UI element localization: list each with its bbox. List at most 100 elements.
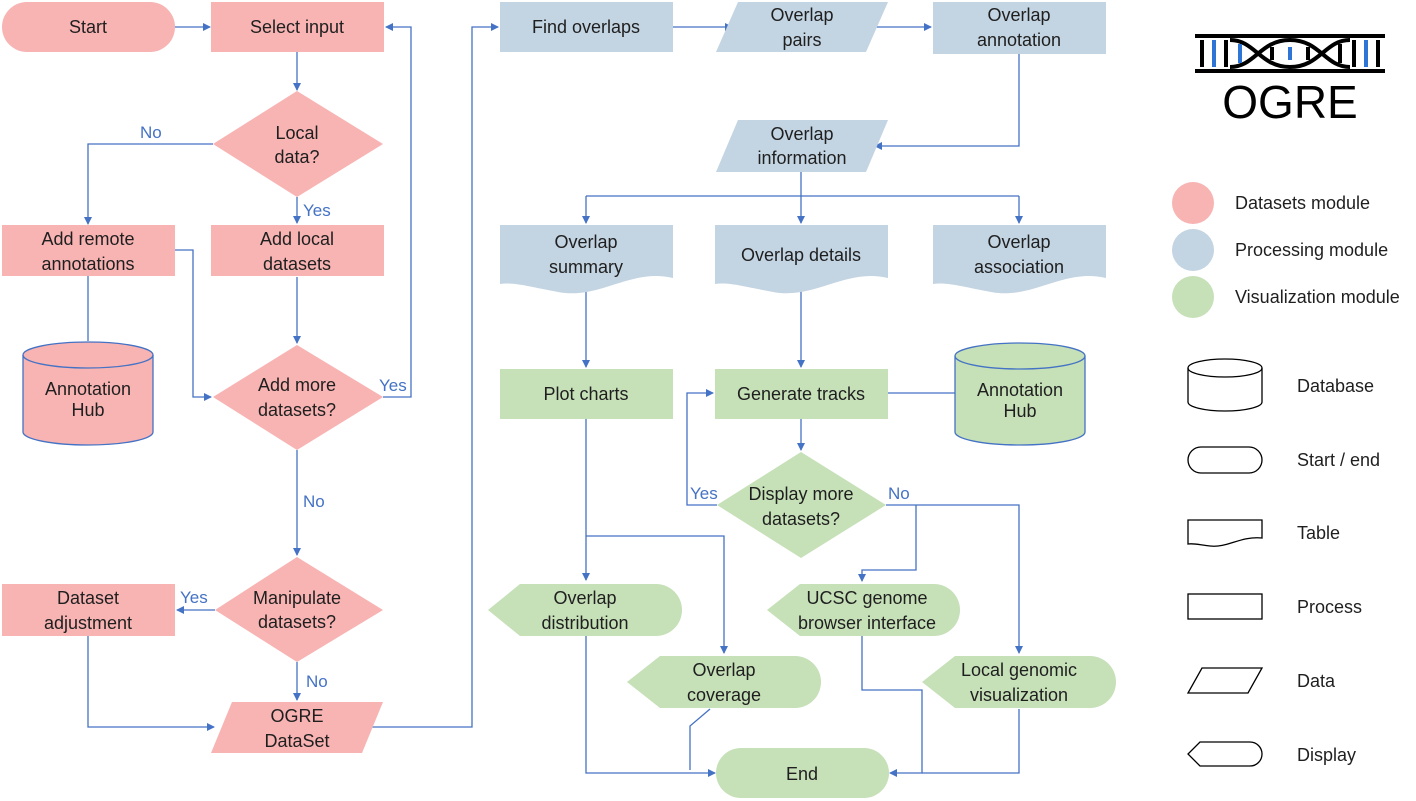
edge-display-no-ucsc [858, 505, 917, 582]
legend: Datasets module Processing module Visual… [1172, 182, 1400, 767]
node-overlap-association-line2: association [974, 257, 1064, 277]
node-overlap-distribution-line1: Overlap [553, 588, 616, 608]
node-overlap-details-label: Overlap details [741, 245, 861, 265]
legend-start-end-label: Start / end [1297, 450, 1380, 470]
legend-table-label: Table [1297, 523, 1340, 543]
node-start: Start [2, 2, 175, 52]
node-add-remote-shape [2, 225, 175, 276]
legend-data-label: Data [1297, 671, 1336, 691]
legend-start-end-icon [1187, 446, 1263, 474]
node-overlap-pairs-shape [716, 2, 888, 52]
edge-annotation-information [874, 54, 1020, 150]
logo-text: OGRE [1222, 76, 1357, 128]
node-dataset-adjustment-shape [2, 584, 175, 636]
node-add-remote-line1: Add remote [41, 229, 134, 249]
node-annotation-hub-left-rim [22, 354, 154, 369]
node-annotation-hub-right: Annotation Hub [954, 342, 1086, 446]
node-annotation-hub-left-line1: Annotation [45, 379, 131, 399]
legend-process-label: Process [1297, 597, 1362, 617]
node-select-input-shape [211, 2, 384, 52]
node-annotation-hub-right-rim [954, 355, 1086, 370]
node-display-more-shape [717, 452, 886, 558]
legend-database-label: Database [1297, 376, 1374, 396]
node-add-more: Add more datasets? [213, 345, 383, 450]
node-generate-tracks-label: Generate tracks [737, 384, 865, 404]
edge-ucsc-end [861, 636, 923, 777]
node-local-data-line2: data? [274, 147, 319, 167]
node-annotation-hub-left-shape [22, 341, 154, 446]
node-dataset-adjustment-line2: adjustment [44, 613, 132, 633]
node-annotation-hub-left-line2: Hub [71, 400, 104, 420]
legend-display-icon [1187, 741, 1263, 767]
node-display-more: Display more datasets? [717, 452, 886, 558]
node-local-data-line1: Local [275, 123, 318, 143]
node-overlap-details-shape [715, 225, 888, 294]
node-ogre-dataset: OGRE DataSet [211, 702, 383, 753]
node-end-shape [716, 748, 889, 798]
node-overlap-coverage: Overlap coverage [627, 656, 821, 708]
legend-display-label: Display [1297, 745, 1356, 765]
node-select-input-label: Select input [250, 17, 344, 37]
node-annotation-hub-right-line1: Annotation [977, 380, 1063, 400]
node-select-input: Select input [211, 2, 384, 52]
node-overlap-pairs: Overlap pairs [716, 2, 888, 52]
node-overlap-association: Overlap association [933, 225, 1106, 294]
node-ogre-dataset-line1: OGRE [270, 706, 323, 726]
legend-processing-label: Processing module [1235, 240, 1388, 260]
label-addmore-no: No [303, 492, 325, 511]
node-find-overlaps-label: Find overlaps [532, 17, 640, 37]
legend-visualization-label: Visualization module [1235, 287, 1400, 307]
node-local-data-shape [213, 91, 383, 197]
node-overlap-details: Overlap details [715, 225, 888, 294]
node-add-local-line1: Add local [260, 229, 334, 249]
node-manipulate: Manipulate datasets? [215, 557, 383, 662]
node-local-data: Local data? [213, 91, 383, 197]
node-generate-tracks-shape [715, 369, 888, 419]
node-overlap-coverage-shape [627, 656, 821, 708]
node-display-more-line2: datasets? [762, 509, 840, 529]
node-overlap-association-line1: Overlap [987, 232, 1050, 252]
legend-datasets-label: Datasets module [1235, 193, 1370, 213]
node-start-shape [2, 2, 175, 52]
node-find-overlaps-shape [500, 2, 673, 52]
node-overlap-information-line1: Overlap [770, 124, 833, 144]
legend-process-icon [1187, 593, 1263, 620]
legend-visualization-swatch [1172, 276, 1214, 318]
edge-ogre-find [372, 23, 499, 728]
ogre-logo: OGRE [1195, 34, 1385, 128]
node-add-remote: Add remote annotations [2, 225, 175, 276]
node-plot-charts: Plot charts [500, 369, 673, 419]
edge-remote-addmore [175, 249, 212, 401]
node-local-genomic: Local genomic visualization [922, 656, 1116, 708]
node-annotation-hub-right-shape [954, 342, 1086, 446]
node-add-local: Add local datasets [211, 225, 384, 276]
node-add-local-shape [211, 225, 384, 276]
label-local-no: No [140, 123, 162, 142]
node-add-more-line1: Add more [258, 375, 336, 395]
node-local-genomic-line1: Local genomic [961, 660, 1077, 680]
edge-plot-coverage [586, 535, 728, 654]
edge-addmore-yes [383, 23, 412, 398]
node-overlap-coverage-line1: Overlap [692, 660, 755, 680]
node-dataset-adjustment: Dataset adjustment [2, 584, 175, 636]
legend-table-icon [1187, 519, 1263, 547]
edge-distribution-end [585, 636, 716, 777]
node-overlap-coverage-line2: coverage [687, 685, 761, 705]
legend-data-icon [1186, 667, 1264, 694]
node-manipulate-line2: datasets? [258, 612, 336, 632]
node-add-local-line2: datasets [263, 254, 331, 274]
node-overlap-information-line2: information [757, 148, 846, 168]
node-annotation-hub-left: Annotation Hub [22, 341, 154, 446]
node-overlap-summary: Overlap summary [500, 225, 673, 294]
legend-database-icon [1187, 358, 1263, 412]
node-overlap-annotation-line1: Overlap [987, 5, 1050, 25]
legend-datasets-swatch [1172, 182, 1214, 224]
node-overlap-distribution-shape [488, 584, 682, 636]
node-ogre-dataset-shape [211, 702, 383, 753]
node-overlap-annotation-line2: annotation [977, 30, 1061, 50]
node-ucsc: UCSC genome browser interface [767, 584, 960, 636]
edge-local-end [922, 709, 1020, 774]
node-overlap-annotation-shape [933, 2, 1106, 54]
edge-coverage-end [689, 708, 711, 770]
node-ucsc-shape [767, 584, 960, 636]
